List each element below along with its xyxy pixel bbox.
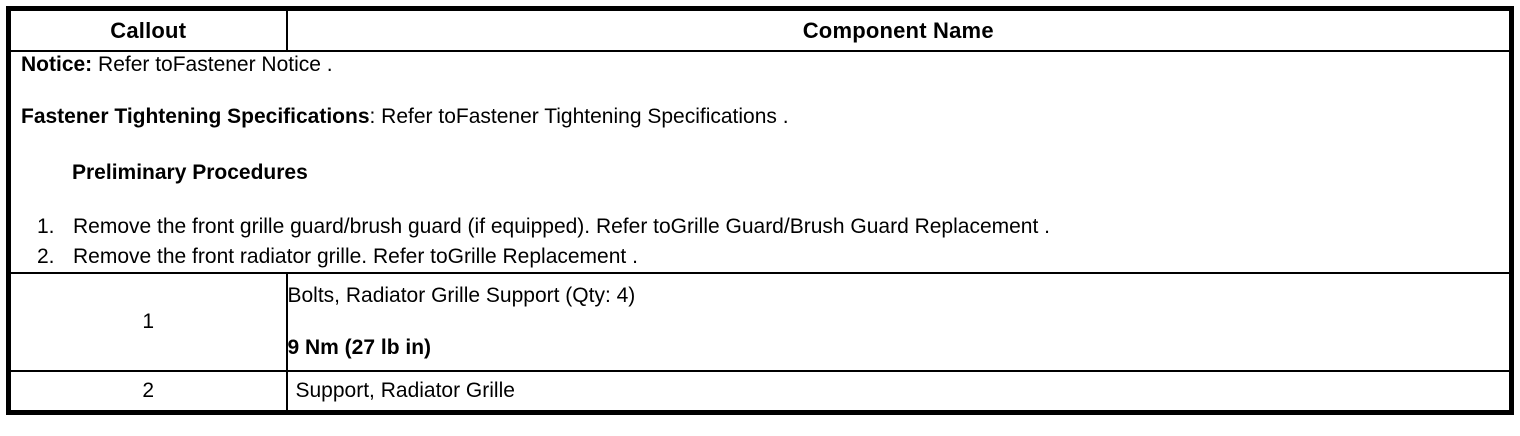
component-description: Support, Radiator Grille bbox=[285, 370, 1513, 414]
preliminary-procedures-list: 1. Remove the front grille guard/brush g… bbox=[11, 212, 1509, 272]
table-row: 2 Support, Radiator Grille bbox=[7, 370, 1513, 414]
list-item: 1. Remove the front grille guard/brush g… bbox=[11, 212, 1509, 242]
notice-label: Notice: bbox=[21, 53, 93, 76]
list-item-number: 2. bbox=[37, 245, 55, 268]
list-item: 2. Remove the front radiator grille. Ref… bbox=[11, 242, 1509, 272]
preliminary-procedures-heading: Preliminary Procedures bbox=[72, 161, 308, 184]
notice-paragraph: Notice: Refer toFastener Notice . bbox=[11, 52, 1509, 78]
notice-text: Refer toFastener Notice . bbox=[92, 53, 333, 76]
component-name-text: Support, Radiator Grille bbox=[295, 379, 515, 402]
list-item-text: Remove the front grille guard/brush guar… bbox=[73, 215, 1050, 238]
header-component-name: Component Name bbox=[285, 7, 1513, 52]
component-name-text: Bolts, Radiator Grille Support (Qty: 4) bbox=[287, 284, 636, 307]
notice-row: Notice: Refer toFastener Notice . Fasten… bbox=[7, 50, 1513, 274]
list-item-text: Remove the front radiator grille. Refer … bbox=[73, 245, 638, 268]
fastener-spec-paragraph: Fastener Tightening Specifications: Refe… bbox=[11, 104, 1509, 130]
fastener-spec-label: Fastener Tightening Specifications bbox=[21, 105, 370, 128]
notice-block: Notice: Refer toFastener Notice . Fasten… bbox=[7, 50, 1513, 274]
list-item-number: 1. bbox=[37, 215, 55, 238]
table-row: 1 Bolts, Radiator Grille Support (Qty: 4… bbox=[7, 272, 1513, 372]
torque-spec-text: 9 Nm (27 lb in) bbox=[287, 336, 432, 359]
table-body: Notice: Refer toFastener Notice . Fasten… bbox=[7, 50, 1513, 414]
table-header-row: Callout Component Name bbox=[7, 7, 1513, 52]
component-callout-table: Callout Component Name Notice: Refer toF… bbox=[6, 6, 1514, 415]
fastener-spec-text: : Refer toFastener Tightening Specificat… bbox=[369, 105, 789, 128]
callout-number: 2 bbox=[7, 370, 288, 414]
callout-number: 1 bbox=[7, 272, 288, 372]
table-header: Callout Component Name bbox=[7, 7, 1513, 52]
component-description: Bolts, Radiator Grille Support (Qty: 4) … bbox=[285, 272, 1513, 372]
header-callout: Callout bbox=[7, 7, 288, 52]
